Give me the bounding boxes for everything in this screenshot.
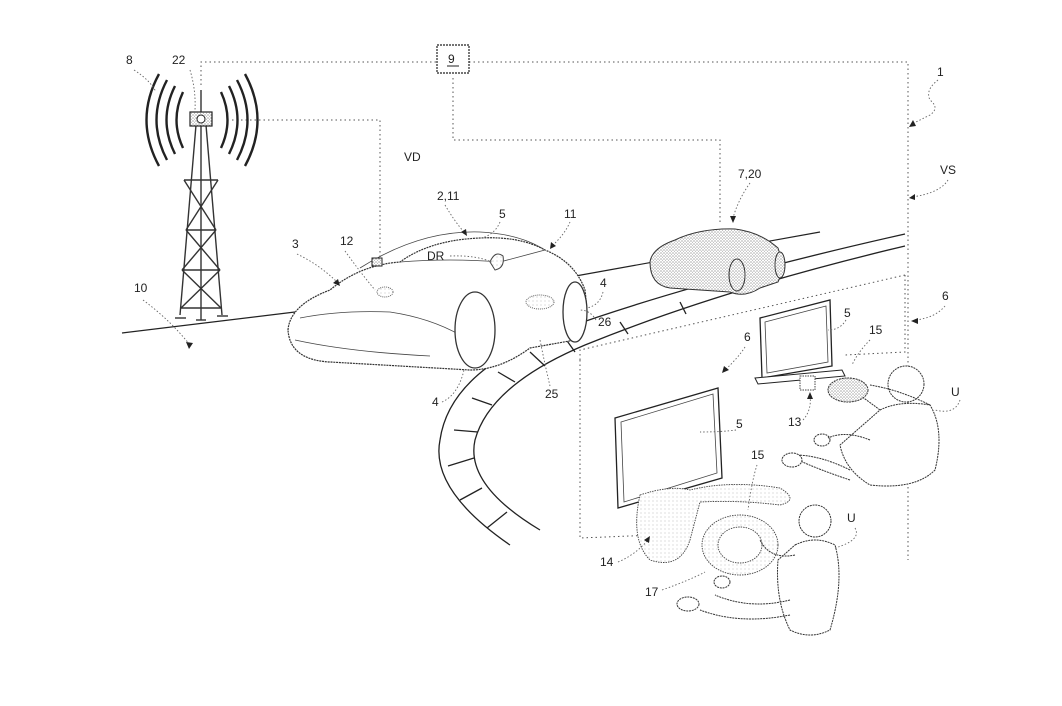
steering-wheel-label: 17 <box>645 585 659 599</box>
rear-wheel-label: 4 <box>600 276 607 290</box>
virtual-vehicle-label: 7,20 <box>738 167 762 181</box>
console-label: 13 <box>788 415 802 429</box>
simulation-station-a: 5 13 15 6 U <box>579 274 961 487</box>
virtual-signal-label: VS <box>940 163 956 177</box>
simulator-seat-label: 14 <box>600 555 614 569</box>
station-b-label: 6 <box>744 330 751 344</box>
controller-b-label: 15 <box>751 448 765 462</box>
car-body-label: 3 <box>292 237 299 251</box>
wheel-sensor-label: 26 <box>598 315 612 329</box>
car-screen-label: 5 <box>499 207 506 221</box>
system-label: 1 <box>937 65 944 79</box>
vehicle-label: 2,11 <box>437 189 460 203</box>
controller-a-label: 15 <box>869 323 883 337</box>
antenna-unit-label: 22 <box>172 53 186 67</box>
station-b-screen-label: 5 <box>736 417 743 431</box>
car-sensor-label: 11 <box>564 207 577 221</box>
user-b-figure <box>676 504 840 636</box>
real-vehicle: 2,11 5 11 3 12 DR VD 4 4 26 25 <box>287 150 612 409</box>
station-a-screen-label: 5 <box>844 306 851 320</box>
front-wheel-label: 4 <box>432 395 439 409</box>
user-a-figure <box>781 365 940 487</box>
antenna-tower: 8 22 <box>126 53 259 321</box>
user-a-label: U <box>951 385 960 399</box>
user-b-label: U <box>847 511 856 525</box>
signal-waves-icon <box>145 73 259 167</box>
driver-label: DR <box>427 249 445 263</box>
road-label: 10 <box>134 281 148 295</box>
camera-icon <box>371 257 383 267</box>
server-box: 9 <box>436 44 470 74</box>
antenna-label: 8 <box>126 53 133 67</box>
rear-wheel <box>562 281 588 343</box>
track-sensor-label: 25 <box>545 387 559 401</box>
server-label: 9 <box>448 52 455 66</box>
virtual-vehicle: 7,20 <box>649 167 786 295</box>
front-wheel <box>454 291 496 369</box>
console-box <box>799 375 816 391</box>
vehicle-data-label: VD <box>404 150 421 164</box>
simulator-rig <box>636 484 791 576</box>
system-labels: 1 VS <box>909 65 956 200</box>
driver-figure <box>489 253 504 271</box>
simulation-station-b: 5 6 15 14 17 U <box>579 330 857 636</box>
camera-label: 12 <box>340 234 354 248</box>
station-a-label: 6 <box>942 289 949 303</box>
